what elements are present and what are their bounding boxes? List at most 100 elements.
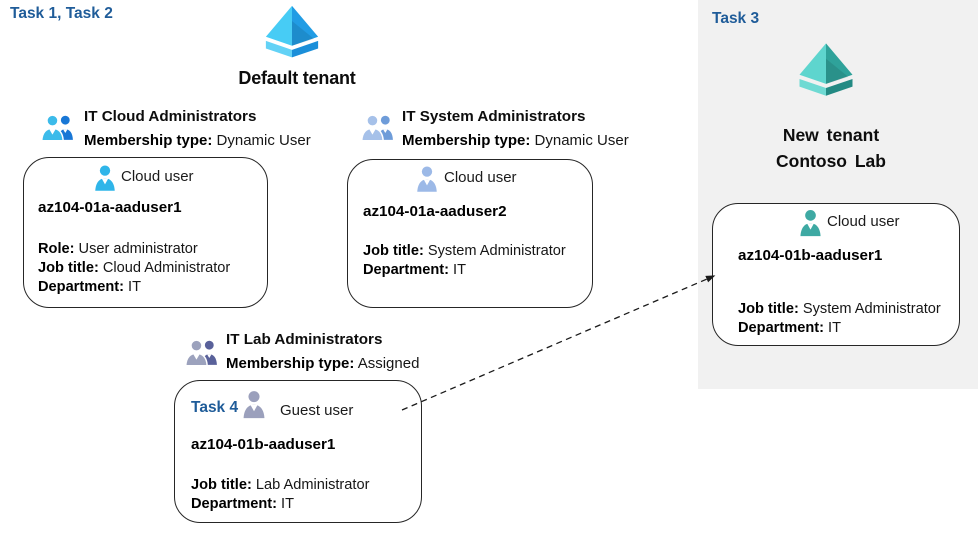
tenant-icon-shade [826,58,849,84]
person-notch [807,223,814,230]
group-icon-system-admins [361,114,393,142]
user-field: Job title: Lab Administrator [191,476,369,495]
tenant-icon-shade [292,20,314,46]
field-label: Job title: [363,243,424,259]
user-fields: Job title: Lab Administrator Department:… [191,476,369,514]
person-body [800,223,821,237]
user-type-label: Guest user [280,402,354,419]
tenant-icon-ribbon-right [826,78,853,96]
new-tenant-title: New tenant Contoso Lab [698,122,964,174]
user-field: Department: IT [191,495,369,514]
cloud-user-icon [800,210,821,237]
task-1-2-label: Task 1, Task 2 [10,5,113,22]
user-fields: Job title: System Administrator Departme… [363,242,566,280]
tenant-icon-right-face [292,5,319,46]
field-value: IT [453,262,466,279]
user-name: az104-01a-aaduser2 [363,203,507,220]
group-back-person-head [60,115,70,125]
task-4-label: Task 4 [191,399,239,416]
field-label: Job title: [38,260,99,277]
field-value: IT [128,279,141,296]
person-notch [101,178,109,185]
field-value: IT [828,320,841,337]
user-field: Role: User administrator [38,240,230,259]
tenant-icon-ribbon-left [799,78,826,96]
user-field: Job title: System Administrator [363,242,566,261]
default-tenant-icon [265,5,319,58]
new-tenant-panel: Task 3 New tenant Contoso Lab Cloud user… [698,0,978,389]
user-card-aaduser1: Cloud user az104-01a-aaduser1 Role: User… [23,157,268,308]
group-membership: Membership type: Dynamic User [402,131,629,151]
group-name: IT System Administrators [402,108,586,125]
task-3-label: Task 3 [712,10,760,27]
person-body [95,178,115,191]
user-type-label: Cloud user [121,168,194,185]
field-label: Department: [191,496,277,513]
membership-label: Membership type: [402,132,531,149]
field-value: System Administrator [802,301,941,317]
default-tenant-title: Default tenant [238,68,356,88]
group-front-person-head [190,339,203,352]
user-card-aaduser2: Cloud user az104-01a-aaduser2 Job title:… [347,159,593,308]
group-back-person-notch [63,129,68,133]
group-front-person-head [46,114,59,127]
tenant-icon-ribbon-left [265,40,292,58]
user-type-label: Cloud user [827,213,900,230]
group-icon-lab-admins [185,339,217,367]
membership-value: Dynamic User [534,132,629,149]
user-name: az104-01b-aaduser1 [191,436,336,453]
group-icon-cloud-admins [41,114,73,142]
group-header-cloud-admins: IT Cloud Administrators Membership type:… [84,107,311,151]
membership-value: Assigned [357,355,420,372]
group-front-person-notch [48,128,57,135]
person-body [417,179,437,192]
cloud-user-icon [95,165,115,191]
new-tenant-title-line1: New tenant [782,125,880,145]
person-head [99,165,111,176]
tenant-icon-left-face [265,5,292,46]
group-back-person-head [204,340,214,350]
group-header-system-admins: IT System Administrators Membership type… [402,107,629,151]
guest-user-icon [243,391,265,419]
group-back-person-head [380,115,390,125]
person-notch [423,179,431,186]
field-label: Job title: [191,477,252,493]
user-field: Job title: System Administrator [738,300,941,319]
group-name: IT Cloud Administrators [84,108,257,125]
field-value: System Administrator [427,243,566,259]
group-membership: Membership type: Assigned [226,354,419,374]
user-field: Department: IT [738,319,941,338]
user-card-new-tenant: Cloud user az104-01b-aaduser1 Job title:… [712,203,960,346]
tenant-icon-ribbon-right [292,40,319,58]
new-tenant-title-line2: Contoso Lab [776,151,886,171]
membership-value: Dynamic User [216,132,311,149]
new-tenant-icon [799,43,853,96]
group-membership: Membership type: Dynamic User [84,131,311,151]
cloud-user-icon [417,166,437,192]
group-back-person-notch [383,129,388,133]
field-label: Department: [738,320,824,337]
membership-label: Membership type: [84,132,213,149]
person-head [421,166,433,177]
field-label: Role: [38,241,75,257]
membership-label: Membership type: [226,355,355,372]
group-front-person-head [366,114,379,127]
person-head [805,210,816,221]
user-name: az104-01a-aaduser1 [38,199,182,216]
user-field: Job title: Cloud Administrator [38,259,230,278]
field-label: Department: [363,262,449,279]
person-notch [250,404,258,412]
field-value: Lab Administrator [255,477,370,493]
user-field: Department: IT [38,278,230,297]
group-front-person-notch [192,353,201,360]
user-fields: Role: User administrator Job title: Clou… [38,240,230,298]
field-label: Department: [38,279,124,296]
field-value: Cloud Administrator [102,260,231,277]
field-label: Job title: [738,301,799,317]
tenant-icon-right-face [826,43,853,84]
guest-user-card: Task 4 Guest user az104-01b-aaduser1 Job… [174,380,422,523]
person-head [248,391,260,403]
person-body [243,404,265,419]
user-fields: Job title: System Administrator Departme… [738,300,941,338]
